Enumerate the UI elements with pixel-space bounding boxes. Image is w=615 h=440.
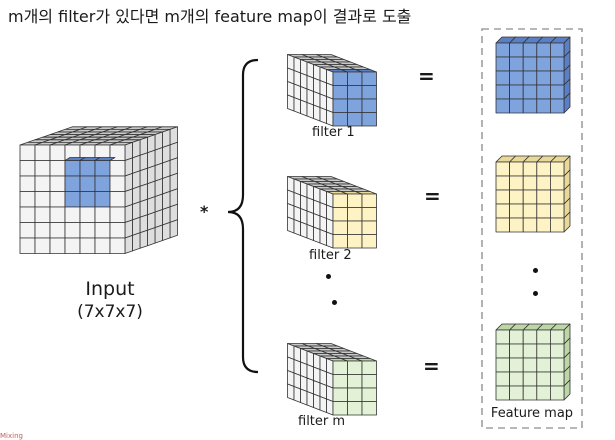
convolution-operator: *: [200, 202, 209, 221]
filter-1-label: filter 1: [312, 125, 355, 140]
filter-1-cube: [287, 54, 377, 127]
equals-sign-2: =: [424, 184, 441, 208]
ellipsis-dot: [533, 291, 538, 296]
input-dims: (7x7x7): [77, 302, 143, 322]
equals-sign-m: =: [423, 354, 440, 378]
filter-m-cube: [287, 343, 377, 416]
feature-map-1: [495, 36, 571, 114]
feature-map-m: [495, 323, 571, 401]
ellipsis-dot: [533, 268, 538, 273]
page-title: m개의 filter가 있다면 m개의 feature map이 결과로 도출: [8, 7, 412, 26]
equals-sign-1: =: [418, 64, 435, 88]
watermark-text: Mixing: [0, 432, 23, 440]
filter-2-label: filter 2: [309, 248, 352, 263]
feature-map-label: Feature map: [484, 406, 580, 421]
input-cube: [19, 126, 178, 254]
filter-2-cube: [287, 176, 377, 249]
feature-map-box: [481, 28, 583, 429]
ellipsis-dot: [326, 274, 331, 279]
input-label: Input: [85, 278, 135, 300]
curly-brace: [227, 58, 259, 374]
filter-m-label: filter m: [298, 414, 346, 429]
feature-map-2: [495, 155, 571, 233]
ellipsis-dot: [332, 300, 337, 305]
